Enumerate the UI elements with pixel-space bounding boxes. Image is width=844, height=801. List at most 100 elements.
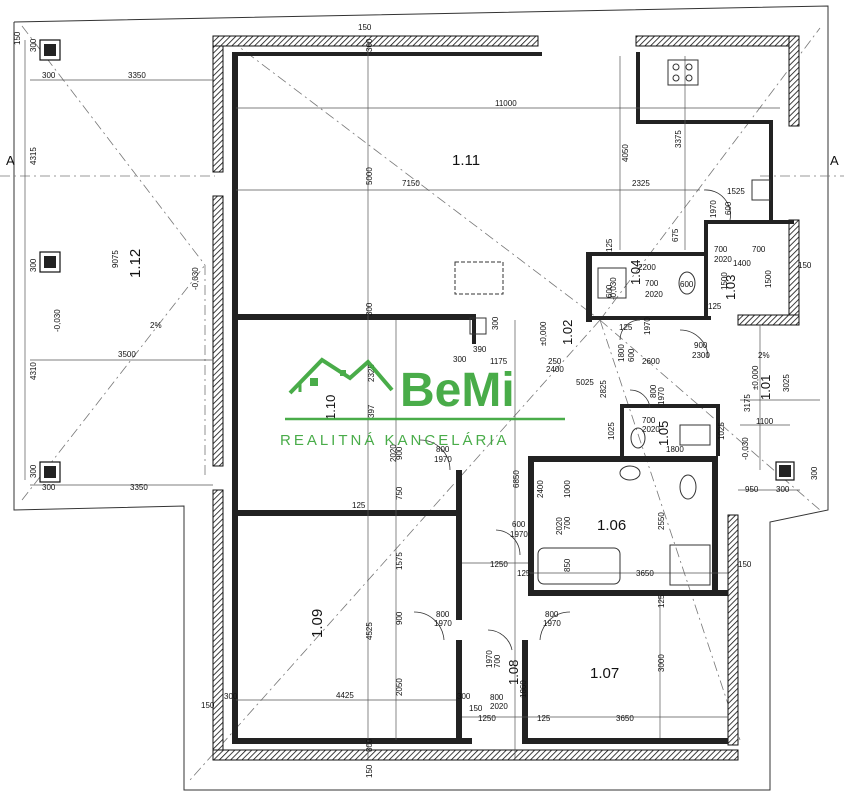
logo-brand: BeMi [400,364,515,417]
dim-text: 800 [649,384,658,398]
bathtub-icon [537,547,621,585]
dim-text: 150 [13,31,22,45]
dim-text: 600 [512,520,526,529]
level-5: -0,030 [741,437,750,460]
toilet-icon-3 [630,427,646,449]
dim-text: 125 [605,238,614,252]
dim-text: 2020 [389,444,398,462]
dim-text: 1970 [485,650,494,668]
dim-text: 1970 [434,619,452,628]
dimension-texts: 150 300 300 3350 150 300 11000 5000 4050… [13,23,819,778]
dim-text: 2400 [536,480,545,498]
chimney-icon [469,317,487,335]
dim-text: 1250 [490,560,508,569]
room-label-110: 1.10 [323,395,338,420]
dim-text: 1970 [510,530,528,539]
door-swings [413,189,731,651]
slope-terrace-right: 2% [758,351,770,360]
dim-text: 6850 [512,470,521,488]
dim-text: 1800 [617,344,626,362]
dim-text: 4425 [336,691,354,700]
dim-text: 150 [469,704,483,713]
dim-text: 700 [645,279,659,288]
dim-text: 1860 [519,680,528,698]
dim-text: 3000 [657,654,666,672]
dim-text: 900 [395,611,404,625]
toilet-icon [679,474,697,500]
dim-text: 900 [694,341,708,350]
dim-text: 5025 [576,378,594,387]
dim-text: 950 [745,485,759,494]
dim-text: 2400 [546,365,564,374]
dim-text: 300 [810,466,819,480]
dim-text: 2020 [642,425,660,434]
room-label-103: 1.03 [723,275,738,300]
room-label-104: 1.04 [628,260,643,285]
dim-text: 700 [642,416,656,425]
dim-text: 1000 [563,480,572,498]
dim-text: 600 [627,348,636,362]
dim-text: 1025 [607,422,616,440]
house-logo-icon [288,357,394,395]
dim-text: 150 [365,764,374,778]
annotations: A A 2% 2% ±0,000 -0,030 -0,030 ±0,000 -0… [6,153,839,460]
dim-text: 5000 [365,167,374,185]
stove-icon [667,59,699,86]
dim-text: 300 [365,38,374,52]
boiler-icon [597,267,627,299]
dim-text: 150 [358,23,372,32]
dim-text: 300 [365,738,374,752]
dim-text: 675 [671,228,680,242]
fireplace-icon [454,261,504,295]
dim-text: 125 [517,569,531,578]
dim-text: 125 [537,714,551,723]
dim-text: 390 [473,345,487,354]
toilet-icon-2 [678,271,696,295]
room-label-102: 1.02 [560,320,575,345]
room-label-109: 1.09 [309,609,326,638]
dim-text: 4310 [29,362,38,380]
dim-text: 300 [29,464,38,478]
washbasin-icon-2 [679,424,711,446]
dim-text: 300 [776,485,790,494]
dim-text: 750 [395,486,404,500]
dim-text: 4315 [29,147,38,165]
dim-text: 2200 [638,263,656,272]
roof-outline [0,5,844,791]
dim-text: 2325 [632,179,650,188]
terrace-columns [39,39,795,483]
level-4: ±0,000 [751,365,760,390]
dim-text: 125 [657,594,666,608]
dim-text: 125 [352,501,366,510]
dim-text: 125 [619,323,633,332]
dim-text: 1025 [717,422,726,440]
dim-text: 2020 [555,517,564,535]
section-mark-left: A [6,153,15,168]
dim-text: 397 [367,404,376,418]
dim-text: 700 [752,245,766,254]
room-label-112: 1.12 [127,249,144,278]
exterior-walls [212,35,800,761]
level-6: -0,030 [609,277,618,300]
dim-text: 3650 [636,569,654,578]
dim-text: 3350 [128,71,146,80]
room-label-107: 1.07 [590,665,619,682]
dim-text: 300 [42,71,56,80]
slope-terrace-left: 2% [150,321,162,330]
section-mark-right: A [830,153,839,168]
dim-text: 300 [491,316,500,330]
logo: BeMi REALITNÁ KANCELÁRIA [280,357,565,449]
dim-text: 300 [453,355,467,364]
dim-text: 1970 [543,619,561,628]
dim-text: 3350 [130,483,148,492]
dim-text: 2325 [367,364,376,382]
room-label-106: 1.06 [597,517,626,534]
dim-text: 2020 [490,702,508,711]
level-2: -0,030 [191,267,200,290]
dim-text: 800 [436,445,450,454]
dim-text: 700 [563,516,572,530]
dim-text: 1100 [756,417,774,426]
dim-text: 300 [457,692,471,701]
logo-tagline: REALITNÁ KANCELÁRIA [280,432,510,449]
